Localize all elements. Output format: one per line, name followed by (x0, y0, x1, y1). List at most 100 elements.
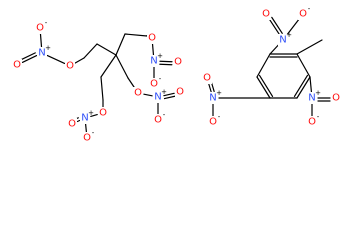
atom-label-background (208, 92, 218, 104)
formal-charge-label: + (216, 89, 222, 97)
single-bond-6 (100, 54, 117, 78)
atom-label-background (173, 56, 183, 68)
single-bond-32 (286, 18, 300, 36)
oxygen-atom-label: O (13, 60, 21, 71)
oxygen-atom-label: O (134, 88, 142, 99)
oxygen-atom-label: O (308, 117, 316, 128)
formal-charge-label: - (45, 19, 48, 27)
double-bond-27 (256, 76, 271, 99)
atom-label-background (278, 34, 288, 46)
atom-label-background (153, 91, 163, 103)
single-bond-36 (309, 76, 313, 93)
atom-label-background (149, 78, 159, 90)
double-bond-second-line-15 (159, 63, 173, 66)
double-bond-second-line-12 (20, 52, 36, 61)
oxygen-atom-label: O (299, 9, 307, 20)
formal-charge-label: + (157, 52, 163, 60)
atom-label-background (307, 92, 317, 104)
formal-charge-label: + (45, 44, 51, 52)
nitrogen-atom-label: N (308, 93, 315, 104)
oxygen-atom-label: O (150, 79, 158, 90)
formal-charge-label: - (159, 75, 162, 83)
atom-label-background (98, 107, 108, 119)
formal-charge-label: + (286, 31, 292, 39)
nitrogen-atom-label: N (154, 92, 161, 103)
atom-label-background (307, 116, 317, 128)
atom-label-background (35, 22, 45, 34)
atom-label-background (153, 114, 163, 126)
formal-charge-label: - (92, 129, 95, 137)
double-bond-15 (159, 60, 173, 63)
oxygen-atom-label: O (332, 93, 340, 104)
atom-label-background (331, 92, 341, 104)
atom-label-background (298, 8, 308, 20)
oxygen-atom-label: O (68, 119, 76, 130)
nitrogen-atom-label: N (209, 93, 216, 104)
atom-label-background (208, 116, 218, 128)
single-bond-29 (296, 39, 323, 55)
oxygen-atom-label: O (176, 87, 184, 98)
formal-charge-label: + (88, 109, 94, 117)
atom-label-background (67, 118, 77, 130)
formal-charge-label: + (315, 89, 321, 97)
oxygen-atom-label: O (209, 117, 217, 128)
double-bond-second-line-25 (293, 74, 309, 98)
single-bond-17 (90, 114, 98, 117)
double-bond-18 (76, 119, 81, 123)
single-bond-2 (74, 57, 85, 64)
oxygen-atom-label: O (83, 133, 91, 144)
oxygen-atom-label: O (66, 61, 74, 72)
formal-charge-label: - (163, 111, 166, 119)
double-bond-second-line-31 (271, 16, 283, 34)
atom-label-background (80, 112, 90, 124)
double-bond-31 (268, 18, 281, 36)
double-bond-second-line-21 (163, 95, 176, 100)
single-bond-7 (100, 76, 104, 101)
single-bond-9 (115, 54, 129, 79)
atom-label-background (147, 32, 157, 44)
single-bond-0 (96, 43, 117, 56)
formal-charge-label: - (218, 113, 221, 121)
atom-label-background (65, 60, 75, 72)
double-bond-12 (21, 54, 38, 64)
formal-charge-label: - (317, 113, 320, 121)
single-bond-28 (256, 53, 271, 78)
nitrogen-atom-label: N (38, 48, 45, 59)
oxygen-atom-label: O (203, 73, 211, 84)
bond-layer (20, 16, 331, 133)
double-bond-25 (296, 76, 311, 99)
single-bond-11 (46, 54, 66, 65)
single-bond-4 (124, 33, 148, 37)
oxygen-atom-label: O (36, 23, 44, 34)
nitrogen-atom-label: N (150, 56, 157, 67)
single-bond-1 (83, 43, 98, 59)
atom-label-background (133, 87, 143, 99)
formal-charge-label: + (161, 88, 167, 96)
oxygen-atom-label: O (174, 57, 182, 68)
double-bond-second-line-34 (210, 82, 215, 92)
single-bond-20 (143, 93, 153, 97)
oxygen-atom-label: O (262, 9, 270, 20)
double-bond-34 (208, 83, 212, 93)
atom-label-background (149, 55, 159, 67)
oxygen-atom-label: O (148, 33, 156, 44)
formal-charge-label: - (308, 5, 311, 13)
double-bond-second-line-27 (258, 74, 274, 98)
oxygen-atom-label: O (154, 115, 162, 126)
atom-label-background (12, 59, 22, 71)
nitrogen-atom-label: N (279, 35, 286, 46)
single-bond-30 (269, 43, 280, 55)
atom-label-background (202, 72, 212, 84)
single-bond-24 (296, 53, 311, 78)
single-bond-3 (115, 33, 126, 56)
single-bond-19 (84, 123, 88, 133)
single-bond-14 (151, 43, 155, 56)
nitrogen-atom-label: N (81, 113, 88, 124)
single-bond-10 (127, 77, 136, 89)
double-bond-21 (163, 92, 175, 97)
atom-label-background (175, 86, 185, 98)
oxygen-atom-label: O (99, 108, 107, 119)
atom-label-background (37, 47, 47, 59)
